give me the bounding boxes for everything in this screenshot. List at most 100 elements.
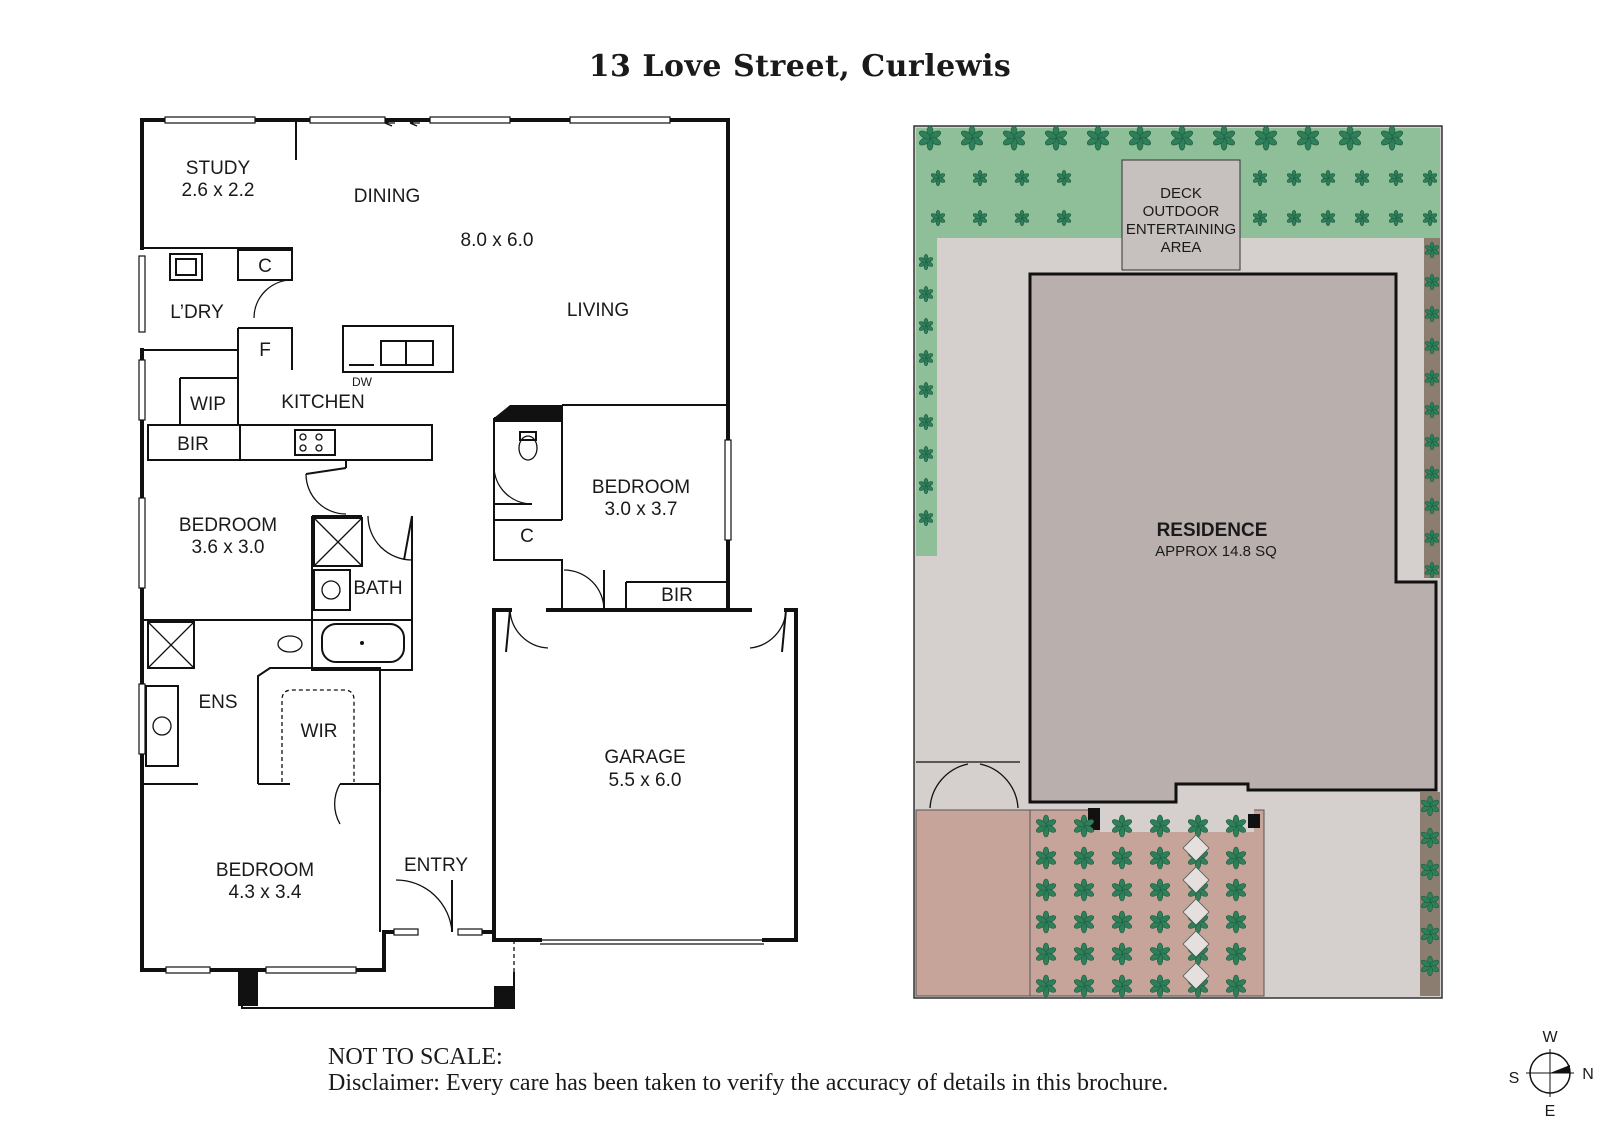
plant-icon [1424, 433, 1440, 451]
residence-label: RESIDENCE [1157, 520, 1268, 541]
plant-icon [1073, 974, 1095, 998]
plant-icon [1073, 878, 1095, 902]
plant-icon [1422, 209, 1438, 227]
plant-icon [1420, 891, 1440, 913]
room-master-name: BEDROOM [216, 860, 314, 881]
compass-right-label: N [1582, 1066, 1594, 1083]
plant-icon [1388, 209, 1404, 227]
room-wir-name: WIR [301, 721, 338, 742]
plant-icon [1149, 942, 1171, 966]
plant-icon [1073, 910, 1095, 934]
compass-rose: W N E S [1509, 1029, 1594, 1120]
room-garage-name: GARAGE [604, 747, 685, 768]
disclaimer-text: Disclaimer: Every care has been taken to… [328, 1070, 1168, 1096]
floor-plan: STUDY 2.6 x 2.2 DINING 8.0 x 6.0 LIVING … [138, 116, 798, 1009]
plant-icon [1044, 125, 1068, 151]
plant-icon [918, 285, 934, 303]
deck-label-line-3: ENTERTAINING [1126, 221, 1236, 238]
room-ensuite-name: ENS [198, 692, 237, 713]
stepping-stone [1182, 834, 1210, 862]
room-wc-cupboard: C [520, 526, 534, 547]
plant-icon [1111, 814, 1133, 838]
plant-icon [972, 169, 988, 187]
plant-icon [918, 125, 942, 151]
plant-icon [1035, 846, 1057, 870]
plant-icon [1111, 910, 1133, 934]
room-living-name: LIVING [567, 300, 629, 321]
residence-area: APPROX 14.8 SQ [1155, 543, 1277, 560]
plant-icon [1338, 125, 1362, 151]
room-dining-name: DINING [354, 186, 421, 207]
plant-icon [1225, 910, 1247, 934]
plant-icon [1149, 814, 1171, 838]
deck-label-line-2: OUTDOOR [1143, 203, 1220, 220]
room-laundry-cupboard: C [258, 256, 272, 277]
front-garden [1029, 809, 1265, 997]
plant-icon [1388, 169, 1404, 187]
plant-icon [1225, 942, 1247, 966]
room-bath-name: BATH [353, 578, 402, 599]
room-bedroom-2-size: 3.6 x 3.0 [192, 537, 265, 558]
plant-icon [1424, 241, 1440, 259]
plant-icon [1002, 125, 1026, 151]
room-bir-2: BIR [661, 585, 693, 606]
plant-icon [1420, 827, 1440, 849]
plant-icon [972, 209, 988, 227]
plant-icon [918, 317, 934, 335]
room-living-size: 8.0 x 6.0 [461, 230, 534, 251]
room-study-name: STUDY [186, 158, 251, 179]
stepping-stone [1182, 898, 1210, 926]
plant-icon [918, 477, 934, 495]
plant-icon [1073, 942, 1095, 966]
room-laundry-name: L’DRY [170, 302, 224, 323]
plant-icon [1252, 169, 1268, 187]
plant-icon [1296, 125, 1320, 151]
plant-icon [1424, 530, 1440, 546]
plant-icon [1149, 910, 1171, 934]
plant-icon [1111, 846, 1133, 870]
plant-icon [1128, 125, 1152, 151]
plant-icon [1111, 942, 1133, 966]
plant-icon [1170, 125, 1194, 151]
plant-icon [1424, 305, 1440, 323]
plant-icon [1225, 878, 1247, 902]
room-master-size: 4.3 x 3.4 [229, 882, 302, 903]
not-to-scale-note: NOT TO SCALE: [328, 1044, 503, 1070]
plant-icon [1380, 125, 1404, 151]
plant-icon [1320, 169, 1336, 187]
plant-icon [1225, 846, 1247, 870]
plant-icon [1354, 209, 1370, 227]
compass-top-label: W [1542, 1029, 1558, 1046]
deck-label-line-4: AREA [1161, 239, 1202, 256]
plant-icon [1056, 209, 1072, 227]
plant-icon [1354, 169, 1370, 187]
plant-icon [930, 169, 946, 187]
room-wip-name: WIP [190, 394, 226, 415]
plant-icon [1420, 795, 1440, 817]
room-garage-size: 5.5 x 6.0 [609, 770, 682, 791]
plant-icon [1254, 125, 1278, 151]
plant-icon [918, 510, 934, 526]
plant-icon [1014, 209, 1030, 227]
plant-icon [960, 125, 984, 151]
plant-icon [918, 253, 934, 271]
plant-icon [1420, 923, 1440, 945]
plant-icon [918, 413, 934, 431]
page-title: 13 Love Street, Curlewis [589, 49, 1012, 84]
plant-icon [1073, 846, 1095, 870]
plant-icon [1111, 878, 1133, 902]
plant-icon [1111, 974, 1133, 998]
room-dishwasher: DW [352, 375, 373, 389]
plant-icon [1035, 974, 1057, 998]
plant-icon [1149, 878, 1171, 902]
deck-area [1121, 159, 1241, 271]
site-plan: DECK OUTDOOR ENTERTAINING AREA RESIDENCE… [913, 125, 1443, 999]
room-bedroom-2-name: BEDROOM [179, 515, 277, 536]
plant-icon [1035, 942, 1057, 966]
stepping-stones [1182, 834, 1210, 990]
room-entry-name: ENTRY [404, 855, 468, 876]
plant-icon [1424, 497, 1440, 515]
plant-icon [1422, 169, 1438, 187]
stepping-stone [1182, 930, 1210, 958]
deck-label-line-1: DECK [1160, 185, 1202, 202]
